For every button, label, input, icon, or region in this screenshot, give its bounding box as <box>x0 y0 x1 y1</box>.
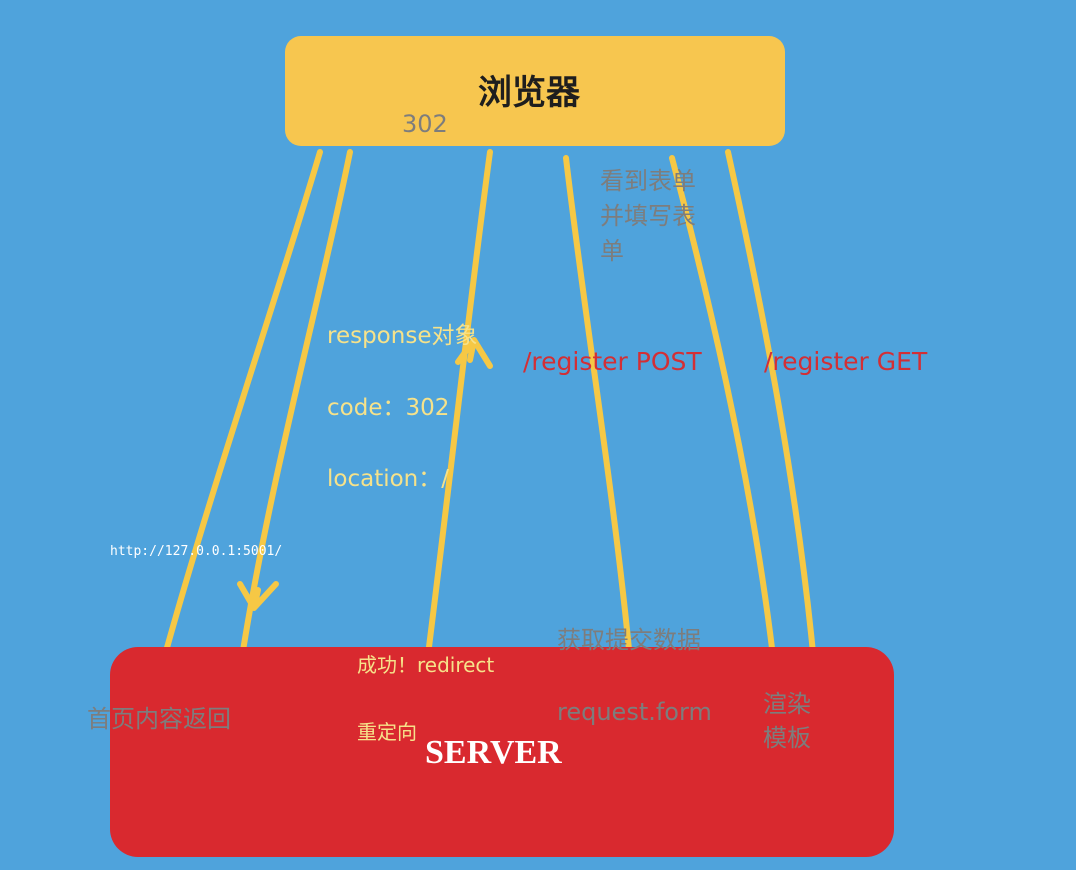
arrow-302-response <box>425 149 493 658</box>
browser-box <box>285 36 785 146</box>
arrow-redirect-follow <box>239 149 353 660</box>
request-form-label: request.form <box>557 698 712 726</box>
register-get-label: /register GET <box>764 347 928 376</box>
response-object-label: response对象 <box>327 323 478 349</box>
arrow-home-return <box>147 149 323 713</box>
get-submitted-data-label: 获取提交数据 <box>557 626 701 654</box>
arrow-register-get <box>725 149 819 688</box>
server-title: SERVER <box>425 734 562 771</box>
url-label: http://127.0.0.1:5001/ <box>110 544 283 559</box>
redirect-cn-label: 重定向 <box>357 720 417 744</box>
arrowhead-follow <box>237 581 279 611</box>
see-form-label: 看到表单并填写表单 <box>600 167 696 265</box>
status-302-label: 302 <box>402 110 448 138</box>
register-post-label: /register POST <box>523 347 702 376</box>
home-content-return-label: 首页内容返回 <box>87 705 231 733</box>
location-label: location：/ <box>327 466 450 492</box>
arrow-register-post <box>563 155 633 663</box>
render-template-label: 渲染模板 <box>763 690 811 752</box>
status-code-label: code：302 <box>327 395 450 421</box>
arrow-render-template <box>669 155 777 668</box>
browser-title: 浏览器 <box>478 73 580 113</box>
arrowhead-response <box>455 337 493 369</box>
server-box <box>110 647 894 857</box>
success-redirect-label: 成功！redirect <box>357 653 495 677</box>
